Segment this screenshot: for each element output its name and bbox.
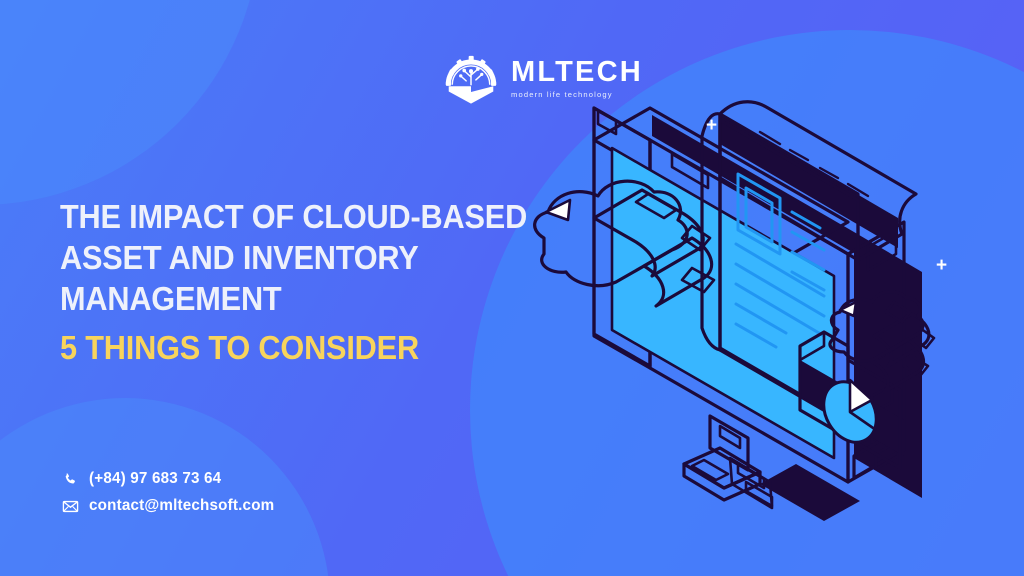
contact-block: (+84) 97 683 73 64 contact@mltechsoft.co… xyxy=(62,470,284,515)
brand-tagline: modern life technology xyxy=(511,90,613,100)
contact-email-text: contact@mltechsoft.com xyxy=(89,497,275,514)
envelope-icon xyxy=(62,500,79,512)
headline-block: THE IMPACT OF CLOUD-BASED ASSET AND INVE… xyxy=(60,196,530,368)
contact-email-row[interactable]: contact@mltechsoft.com xyxy=(62,497,284,515)
isometric-cloud-asset-management-illustration: .dk{fill:#1b0a3a} .wt{fill:#ffffff} .bl{… xyxy=(524,78,1024,538)
headline-line-2: ASSET AND INVENTORY xyxy=(60,239,419,276)
contact-phone-text: (+84) 97 683 73 64 xyxy=(89,470,222,487)
brand-logo-text: MLTECH modern life technology xyxy=(511,55,643,99)
phone-icon xyxy=(65,472,75,484)
brand-logo[interactable]: MLTECH modern life technology xyxy=(440,46,643,108)
sparkle-plus-right-icon: + xyxy=(936,255,948,276)
brand-name: MLTECH xyxy=(511,56,643,89)
background-blob-top-left xyxy=(0,0,260,205)
sparkle-plus-top-icon: + xyxy=(706,115,718,136)
headline-line-3: MANAGEMENT xyxy=(60,280,282,317)
headline-subtitle-accent: 5 THINGS TO CONSIDER xyxy=(60,329,419,366)
headline-line-1: THE IMPACT OF CLOUD-BASED xyxy=(60,198,528,235)
contact-phone-row[interactable]: (+84) 97 683 73 64 xyxy=(62,470,284,488)
gear-shield-circuit-logo-icon xyxy=(445,55,497,104)
